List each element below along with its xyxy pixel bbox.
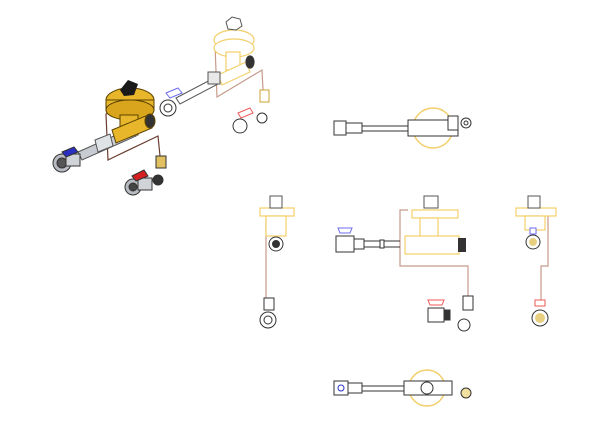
front-view-assembly xyxy=(335,195,474,332)
regulator-valve-body xyxy=(105,87,156,144)
top-view-assembly xyxy=(333,107,472,149)
isometric-assembly-outline xyxy=(159,16,270,134)
regulator-valve-front xyxy=(404,209,460,255)
regulator-cap-icon xyxy=(225,16,243,31)
side-view-left xyxy=(259,195,295,329)
ball-valve-red-front xyxy=(427,299,451,323)
ball-valve-red-outline xyxy=(232,107,268,134)
isometric-assembly-filled xyxy=(52,80,167,196)
valve-body xyxy=(333,120,347,136)
test-point-fitting xyxy=(155,155,167,169)
pipe-segment xyxy=(175,71,221,105)
capillary-tube xyxy=(540,212,549,300)
ball-valve-red xyxy=(124,169,164,196)
ball-valve-blue-front xyxy=(335,227,400,253)
capillary-tube xyxy=(214,44,264,99)
test-point-fitting xyxy=(259,89,270,103)
regulator-handle-icon xyxy=(120,80,138,96)
capillary-tube xyxy=(399,209,469,296)
regulator-cap-icon xyxy=(423,195,439,209)
ball-valve-blue-outline xyxy=(159,87,183,117)
top-view-assembly-bottom xyxy=(333,369,472,407)
ball-valve-blue xyxy=(52,146,81,173)
regulator-valve-outline xyxy=(213,29,255,86)
side-view-right xyxy=(515,195,557,327)
